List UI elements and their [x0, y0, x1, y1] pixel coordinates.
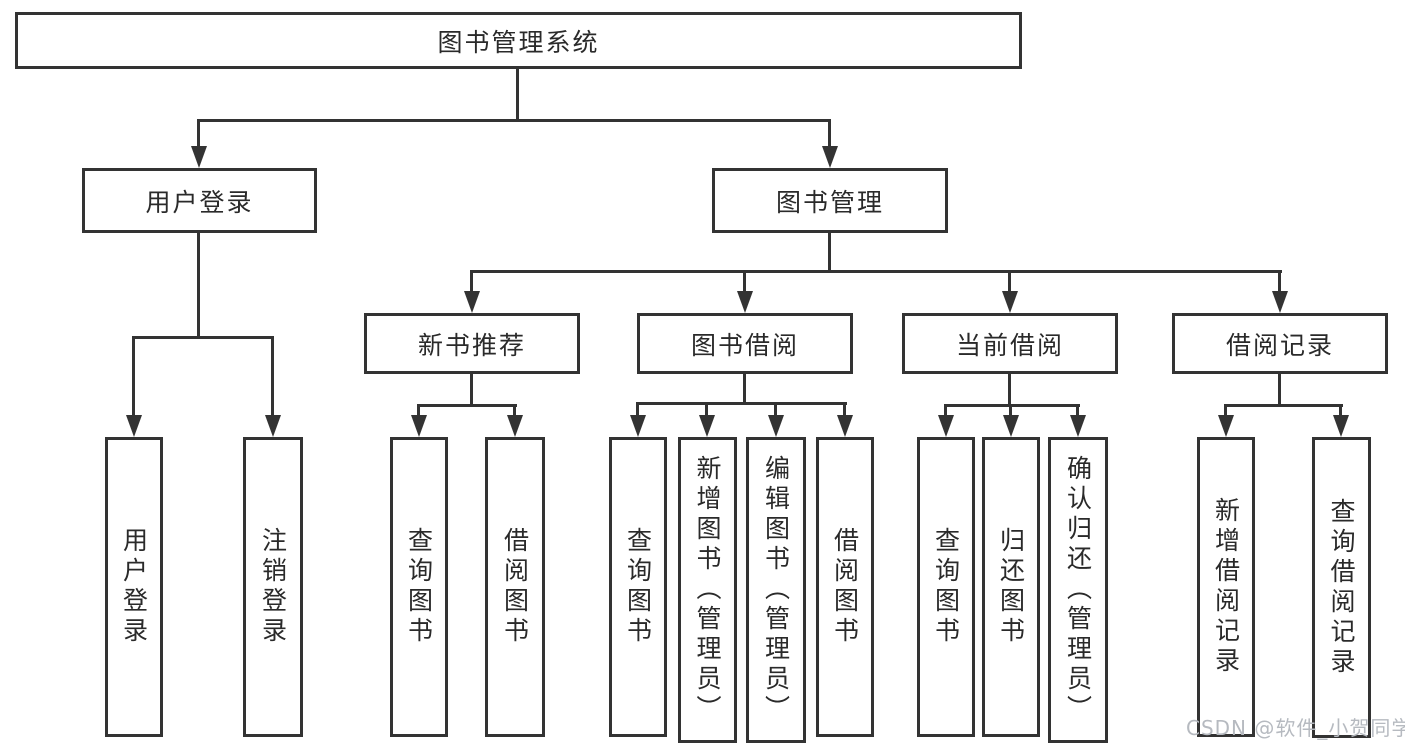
leaf-label: 新增图书（管理员）: [693, 455, 722, 725]
connector-vline: [1008, 374, 1011, 406]
connector-hline: [197, 119, 831, 122]
csdn-watermark: CSDN @软件_小贺同学: [1186, 716, 1405, 740]
connector-vline: [843, 402, 846, 417]
leaf-label: 新增借阅记录: [1211, 497, 1241, 677]
arrowhead-down-icon: [822, 146, 838, 168]
leaf-user-login: 用户登录: [105, 437, 163, 737]
arrowhead-down-icon: [1070, 415, 1086, 437]
connector-vline: [271, 336, 274, 417]
connector-vline: [1009, 404, 1012, 417]
arrowhead-down-icon: [1003, 415, 1019, 437]
connector-vline: [1278, 374, 1281, 406]
connector-vline: [1339, 404, 1342, 417]
node-label: 图书管理: [775, 187, 884, 217]
leaf-borrow-books-borrowing: 借阅图书: [816, 437, 874, 737]
arrowhead-down-icon: [411, 415, 427, 437]
arrowhead-down-icon: [1218, 415, 1234, 437]
leaf-query-books-recommend: 查询图书: [390, 437, 448, 737]
node-label: 图书管理系统: [437, 27, 600, 57]
connector-hline: [944, 404, 1080, 407]
arrowhead-down-icon: [191, 146, 207, 168]
node-label: 新书推荐: [417, 330, 526, 360]
connector-vline: [513, 404, 516, 417]
connector-vline: [1076, 404, 1079, 417]
node-label: 当前借阅: [955, 330, 1064, 360]
arrowhead-down-icon: [507, 415, 523, 437]
leaf-label: 注销登录: [258, 527, 288, 647]
leaf-label: 编辑图书（管理员）: [761, 455, 791, 725]
leaf-label: 查询图书: [931, 527, 961, 647]
leaf-borrow-books-recommend: 借阅图书: [485, 437, 545, 737]
connector-vline: [828, 119, 831, 149]
connector-vline: [516, 69, 519, 120]
connector-hline: [636, 402, 847, 405]
connector-vline: [197, 233, 200, 338]
connector-hline: [133, 336, 274, 339]
connector-hline: [1224, 404, 1343, 407]
connector-vline: [705, 402, 708, 417]
node-library-system: 图书管理系统: [15, 12, 1022, 69]
arrowhead-down-icon: [737, 291, 753, 313]
leaf-label: 查询借阅记录: [1327, 497, 1356, 678]
leaf-return-books: 归还图书: [982, 437, 1040, 737]
connector-vline: [1008, 270, 1011, 293]
leaf-label: 归还图书: [996, 527, 1026, 647]
connector-vline: [636, 402, 639, 417]
arrowhead-down-icon: [126, 415, 142, 437]
arrowhead-down-icon: [699, 415, 715, 437]
node-label: 图书借阅: [690, 330, 799, 360]
connector-hline: [418, 404, 517, 407]
leaf-label: 借阅图书: [500, 527, 530, 647]
connector-vline: [774, 402, 777, 417]
arrowhead-down-icon: [837, 415, 853, 437]
leaf-label: 确认归还（管理员）: [1063, 455, 1093, 725]
arrowhead-down-icon: [630, 415, 646, 437]
arrowhead-down-icon: [938, 415, 954, 437]
leaf-confirm-return-admin: 确认归还（管理员）: [1048, 437, 1108, 743]
node-current-borrowing: 当前借阅: [902, 313, 1118, 374]
leaf-query-books-borrowing: 查询图书: [609, 437, 667, 737]
connector-vline: [743, 270, 746, 293]
node-borrowing-records: 借阅记录: [1172, 313, 1388, 374]
node-new-book-recommend: 新书推荐: [364, 313, 580, 374]
connector-hline: [470, 270, 1282, 273]
arrowhead-down-icon: [1333, 415, 1349, 437]
leaf-logout: 注销登录: [243, 437, 303, 737]
connector-vline: [1224, 404, 1227, 417]
arrowhead-down-icon: [1002, 291, 1018, 313]
connector-vline: [1278, 270, 1281, 293]
connector-vline: [132, 336, 135, 417]
leaf-label: 查询图书: [404, 527, 434, 647]
node-label: 用户登录: [145, 187, 254, 217]
leaf-query-borrow-record: 查询借阅记录: [1312, 437, 1371, 738]
arrowhead-down-icon: [1272, 291, 1288, 313]
leaf-query-books-current: 查询图书: [917, 437, 975, 737]
node-label: 借阅记录: [1225, 330, 1334, 360]
node-book-management: 图书管理: [712, 168, 948, 233]
leaf-label: 查询图书: [623, 527, 653, 647]
connector-vline: [944, 404, 947, 417]
connector-vline: [417, 404, 420, 417]
arrowhead-down-icon: [265, 415, 281, 437]
leaf-add-book-admin: 新增图书（管理员）: [678, 437, 737, 743]
node-user-login: 用户登录: [82, 168, 317, 233]
connector-vline: [470, 374, 473, 406]
connector-vline: [197, 119, 200, 149]
leaf-label: 借阅图书: [830, 527, 860, 647]
connector-vline: [828, 233, 831, 272]
arrowhead-down-icon: [464, 291, 480, 313]
leaf-add-borrow-record: 新增借阅记录: [1197, 437, 1255, 737]
connector-vline: [743, 374, 746, 405]
leaf-edit-book-admin: 编辑图书（管理员）: [746, 437, 806, 743]
leaf-label: 用户登录: [119, 527, 149, 647]
arrowhead-down-icon: [768, 415, 784, 437]
connector-vline: [470, 270, 473, 293]
node-book-borrowing: 图书借阅: [637, 313, 853, 374]
